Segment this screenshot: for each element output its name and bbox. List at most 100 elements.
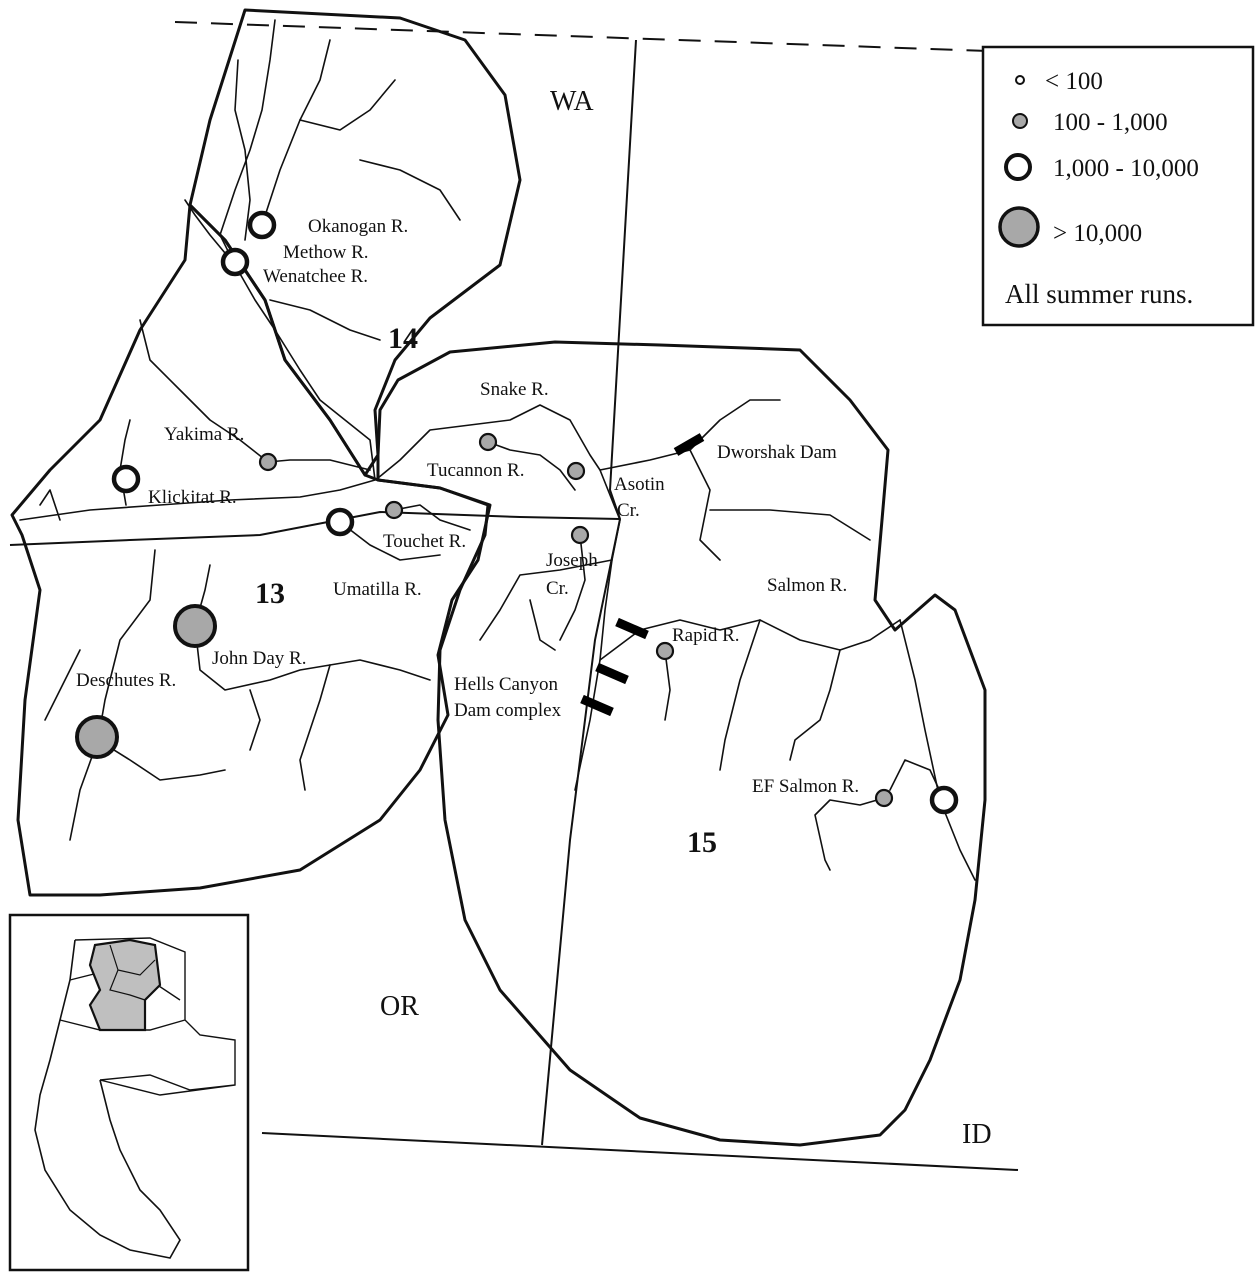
site-marker-johnday	[173, 604, 217, 648]
john-day-nf	[299, 664, 331, 791]
tributary-w1	[39, 489, 61, 521]
deschutes-river	[69, 549, 156, 841]
state-borders	[9, 21, 1019, 1171]
site-labels: Okanogan R. Methow R. Wenatchee R. Yakim…	[76, 216, 859, 797]
deschutes-trib-e	[97, 739, 226, 781]
legend-symbol-small-open	[1015, 75, 1025, 85]
upper-salmon	[899, 619, 976, 881]
legend-note: All summer runs.	[1005, 279, 1193, 309]
joseph-creek	[559, 534, 586, 641]
site-marker-efsalmon	[874, 788, 894, 808]
or-nv-border	[261, 1132, 1019, 1171]
label-umatilla: Umatilla R.	[333, 579, 422, 600]
inset-locator-map	[8, 913, 250, 1272]
imnaha-trib	[529, 599, 556, 651]
legend-symbol-large-open	[1004, 153, 1032, 181]
middle-fork-salmon	[789, 649, 841, 761]
tributary-n1	[299, 79, 396, 131]
state-label-wa: WA	[550, 86, 594, 117]
deschutes-trib-w	[44, 649, 81, 721]
state-label-or: OR	[380, 991, 419, 1022]
wa-or-border	[9, 510, 621, 546]
label-methow: Methow R.	[283, 242, 369, 263]
site-marker-deschutes	[75, 715, 119, 759]
john-day-sf	[249, 689, 261, 751]
inset-study-area	[88, 938, 162, 1032]
rivers	[19, 19, 976, 881]
umatilla-river	[339, 521, 441, 561]
esu-outlines	[10, 8, 987, 1147]
label-dworshak-dam: Dworshak Dam	[717, 442, 837, 463]
legend: < 100 100 - 1,000 1,000 - 10,000 > 10,00…	[981, 45, 1255, 327]
upper-salmon-trib	[889, 759, 945, 801]
wenatchee-river	[184, 199, 236, 266]
label-rapid: Rapid R.	[672, 625, 740, 646]
site-marker-tucannon	[478, 432, 498, 452]
clearwater-fork	[689, 449, 721, 561]
esu-label-13: 13	[255, 577, 285, 610]
esu-13-outline	[10, 203, 492, 897]
hells-canyon-dam-marker-1	[615, 617, 649, 640]
label-ef-salmon: EF Salmon R.	[752, 776, 859, 797]
salmon-trib-s	[719, 619, 761, 771]
ef-salmon-river	[814, 797, 885, 871]
grande-ronde	[479, 559, 613, 641]
john-day-river	[194, 625, 431, 691]
legend-label-lt100: < 100	[1045, 68, 1103, 95]
site-marker-umatilla	[325, 507, 355, 537]
legend-label-1000-10000: 1,000 - 10,000	[1053, 155, 1199, 182]
state-label-id: ID	[962, 1119, 992, 1150]
label-snake: Snake R.	[480, 379, 549, 400]
inset-study-divisions	[109, 944, 156, 1001]
legend-symbol-small-shaded	[1012, 113, 1028, 129]
inset-coastline	[34, 939, 181, 1259]
site-markers	[75, 210, 959, 815]
label-touchet: Touchet R.	[383, 531, 466, 552]
legend-box	[981, 45, 1255, 327]
rapid-river	[664, 650, 671, 721]
esu-label-14: 14	[388, 322, 418, 355]
label-okanogan: Okanogan R.	[308, 216, 408, 237]
site-marker-yakima	[258, 452, 278, 472]
site-marker-okanogan	[247, 210, 277, 240]
dworshak-dam-marker	[673, 433, 705, 456]
esu-label-15: 15	[687, 826, 717, 859]
label-tucannon: Tucannon R.	[427, 460, 524, 481]
site-marker-asotin	[566, 461, 586, 481]
label-john-day: John Day R.	[212, 648, 306, 669]
label-deschutes: Deschutes R.	[76, 670, 176, 691]
label-yakima: Yakima R.	[164, 424, 244, 445]
methow-river	[234, 59, 251, 241]
clearwater-river	[599, 399, 781, 471]
site-marker-klickitat	[111, 464, 141, 494]
site-marker-methow	[220, 247, 250, 277]
label-wenatchee: Wenatchee R.	[263, 266, 368, 287]
esu-15-outline	[376, 340, 987, 1147]
site-marker-touchet	[384, 500, 404, 520]
yakima-river	[139, 319, 371, 471]
hells-canyon-dam-marker-3	[580, 694, 614, 717]
tributary-n2	[359, 159, 461, 221]
legend-label-gt10000: > 10,000	[1053, 220, 1142, 247]
site-marker-rapid	[655, 641, 675, 661]
columbia-river	[19, 19, 376, 521]
clearwater-trib	[709, 509, 871, 541]
salmon-river	[599, 619, 901, 661]
touchet-river	[393, 504, 471, 531]
site-marker-joseph	[570, 525, 590, 545]
legend-label-100-1000: 100 - 1,000	[1053, 109, 1168, 136]
hells-canyon-dam-marker-2	[595, 662, 629, 685]
label-salmon: Salmon R.	[767, 575, 847, 596]
tucannon-river	[487, 441, 576, 491]
inset-interior-boundaries	[59, 937, 236, 1096]
wa-canada-border	[174, 21, 1016, 53]
tributary-n3	[269, 299, 381, 341]
id-west-border	[541, 39, 637, 1146]
okanogan-river	[261, 39, 331, 226]
snake-river	[377, 404, 621, 791]
legend-symbol-large-shaded	[998, 206, 1040, 248]
